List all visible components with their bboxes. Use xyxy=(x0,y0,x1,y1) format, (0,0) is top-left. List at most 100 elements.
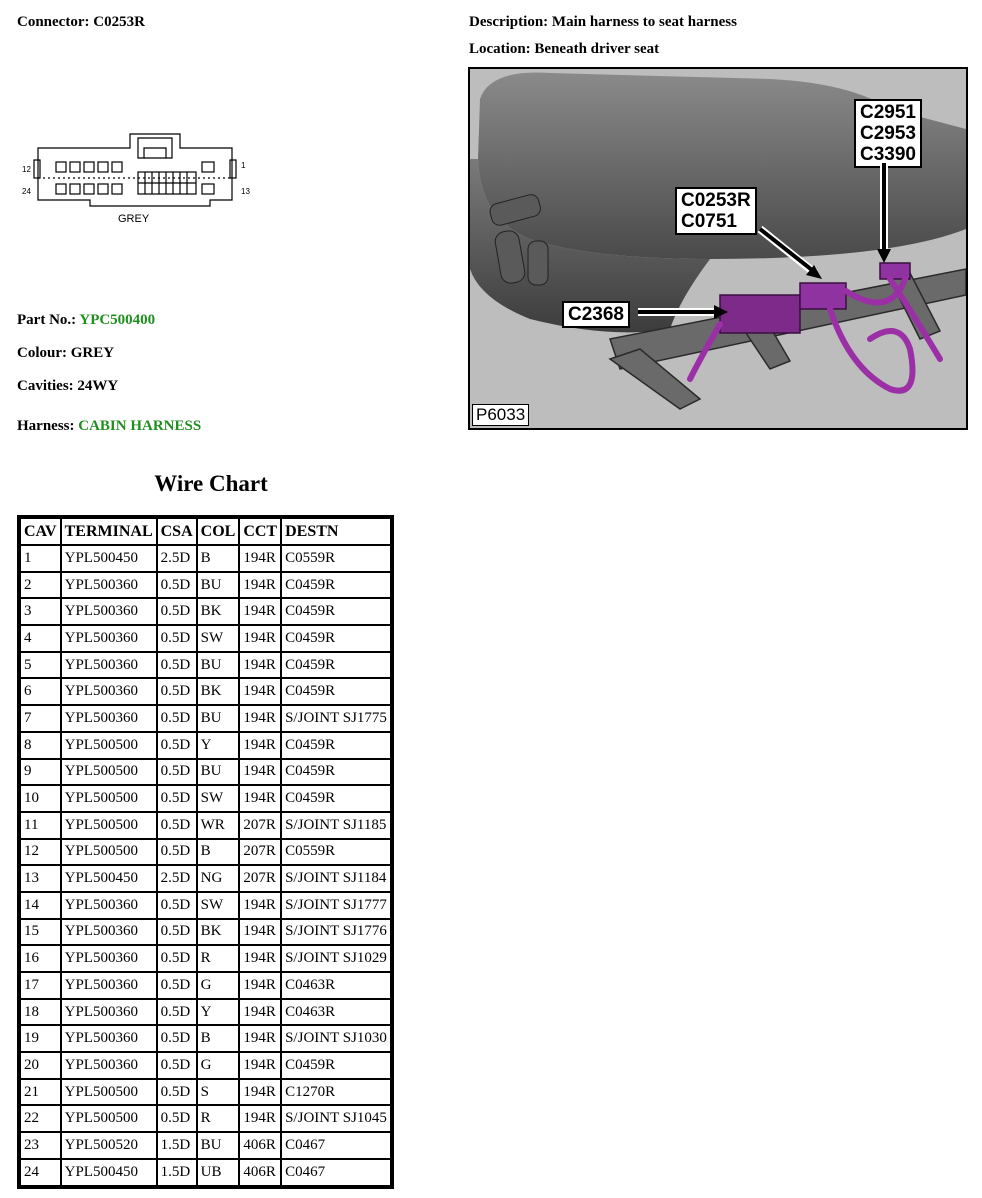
cell-csa: 1.5D xyxy=(157,1159,196,1185)
callout-c0253r-line: C0253R xyxy=(681,190,751,211)
harness-wires xyxy=(687,276,943,394)
cell-terminal: YPL500360 xyxy=(61,679,156,705)
cell-terminal: YPL500500 xyxy=(61,732,156,758)
cell-destn: S/JOINT SJ1777 xyxy=(282,892,390,918)
cell-terminal: YPL500520 xyxy=(61,1133,156,1158)
cell-terminal: YPL500360 xyxy=(61,946,156,971)
cell-csa: 0.5D xyxy=(157,759,196,785)
cell-col: SW xyxy=(197,626,239,651)
cell-cct: 194R xyxy=(240,679,281,705)
cell-terminal: YPL500450 xyxy=(61,1159,156,1185)
cell-cav: 14 xyxy=(21,892,60,918)
cell-cav: 18 xyxy=(21,999,60,1025)
part-number: Part No.: YPC500400 xyxy=(17,312,155,329)
cavities: Cavities: 24WY xyxy=(17,378,118,395)
cell-col: B xyxy=(197,1026,239,1052)
cell-csa: 0.5D xyxy=(157,999,196,1025)
harness-link[interactable]: CABIN HARNESS xyxy=(78,418,202,434)
description-value: Main harness to seat harness xyxy=(551,14,737,30)
cell-terminal: YPL500360 xyxy=(61,652,156,678)
cell-col: BU xyxy=(197,1133,239,1158)
callout-c2953-line: C2953 xyxy=(860,123,916,144)
description: Description: Main harness to seat harnes… xyxy=(469,14,737,31)
cell-cct: 194R xyxy=(240,1079,281,1105)
pin-13-label: 13 xyxy=(241,187,250,196)
connector-value: C0253R xyxy=(93,14,145,30)
location-value: Beneath driver seat xyxy=(534,41,660,57)
cell-col: R xyxy=(197,1106,239,1132)
connector-face-diagram: 12 1 24 13 GREY xyxy=(22,133,250,225)
cell-destn: C0459R xyxy=(282,572,390,598)
cell-terminal: YPL500500 xyxy=(61,812,156,838)
cell-col: R xyxy=(197,946,239,971)
cell-terminal: YPL500500 xyxy=(61,1079,156,1105)
cell-destn: C0459R xyxy=(282,679,390,705)
part-link[interactable]: YPC500400 xyxy=(79,312,156,328)
cell-cav: 3 xyxy=(21,599,60,625)
cell-cct: 207R xyxy=(240,839,281,865)
diagram-colour-label: GREY xyxy=(118,213,150,225)
cell-csa: 0.5D xyxy=(157,973,196,998)
cell-csa: 0.5D xyxy=(157,892,196,918)
cell-destn: C0459R xyxy=(282,732,390,758)
cell-destn: C0459R xyxy=(282,652,390,678)
cell-destn: C0459R xyxy=(282,1053,390,1078)
cell-cct: 194R xyxy=(240,652,281,678)
cell-col: Y xyxy=(197,999,239,1025)
cell-cct: 207R xyxy=(240,812,281,838)
cell-cct: 194R xyxy=(240,546,281,571)
cell-cav: 9 xyxy=(21,759,60,785)
connector-block xyxy=(719,262,911,334)
cell-destn: C0467 xyxy=(282,1159,390,1185)
cell-cav: 2 xyxy=(21,572,60,598)
pin-12-label: 12 xyxy=(22,165,31,174)
cell-destn: C0459R xyxy=(282,599,390,625)
cell-csa: 0.5D xyxy=(157,839,196,865)
cell-destn: S/JOINT SJ1030 xyxy=(282,1026,390,1052)
callout-c2951-line: C2951 xyxy=(860,102,916,123)
cell-cct: 194R xyxy=(240,626,281,651)
cell-destn: S/JOINT SJ1045 xyxy=(282,1106,390,1132)
cell-cct: 194R xyxy=(240,786,281,811)
header-cct: CCT xyxy=(240,519,281,544)
cell-terminal: YPL500360 xyxy=(61,572,156,598)
cell-csa: 0.5D xyxy=(157,572,196,598)
pin-24-label: 24 xyxy=(22,187,31,196)
cell-terminal: YPL500360 xyxy=(61,706,156,731)
cell-cct: 406R xyxy=(240,1133,281,1158)
cell-terminal: YPL500500 xyxy=(61,759,156,785)
cell-cct: 194R xyxy=(240,599,281,625)
cell-col: B xyxy=(197,546,239,571)
colour-value: GREY xyxy=(70,345,115,361)
cell-col: BU xyxy=(197,706,239,731)
cell-destn: C0463R xyxy=(282,999,390,1025)
callout-c2951: C2951 C2953 C3390 xyxy=(854,99,922,168)
cell-destn: C0459R xyxy=(282,759,390,785)
cell-csa: 2.5D xyxy=(157,546,196,571)
location-label: Location: xyxy=(469,41,531,57)
cell-cav: 12 xyxy=(21,839,60,865)
wire-chart-title: Wire Chart xyxy=(154,471,268,496)
cell-csa: 0.5D xyxy=(157,626,196,651)
cell-csa: 0.5D xyxy=(157,786,196,811)
cell-cct: 207R xyxy=(240,866,281,891)
cell-terminal: YPL500500 xyxy=(61,839,156,865)
cell-cct: 194R xyxy=(240,706,281,731)
cell-destn: C0559R xyxy=(282,839,390,865)
callout-c2368-text: C2368 xyxy=(568,304,624,325)
cell-csa: 0.5D xyxy=(157,1053,196,1078)
cell-cct: 406R xyxy=(240,1159,281,1185)
cell-cav: 24 xyxy=(21,1159,60,1185)
